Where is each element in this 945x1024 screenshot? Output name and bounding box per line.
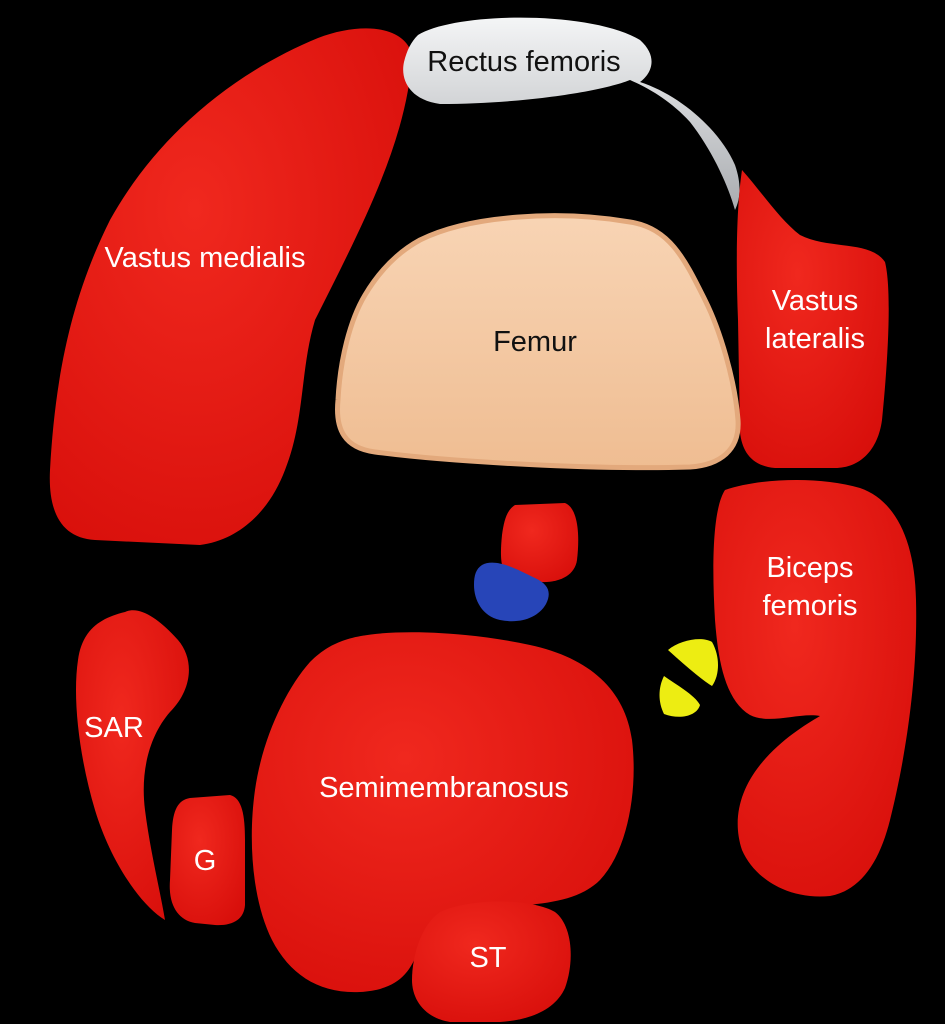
semimembranosus-shape [251, 632, 634, 993]
label-vastus-medialis: Vastus medialis [105, 242, 306, 274]
gracilis-shape [169, 795, 245, 926]
label-rectus-femoris: Rectus femoris [427, 46, 620, 78]
sciatic-nerve-lower-shape [659, 676, 700, 717]
femoral-vein-shape [474, 562, 549, 622]
vastus-medialis-shape [49, 28, 413, 546]
femoral-artery-shape [500, 503, 579, 583]
label-biceps-femoris-line2: femoris [762, 590, 857, 622]
label-sar: SAR [84, 712, 144, 744]
label-st: ST [469, 942, 506, 974]
vastus-lateralis-shape [736, 170, 889, 468]
sartorius-shape [75, 610, 189, 920]
sciatic-nerve-upper-shape [668, 639, 718, 686]
label-g: G [194, 845, 217, 877]
label-femur: Femur [493, 326, 577, 358]
label-biceps-femoris-line1: Biceps [766, 552, 853, 584]
rectus-femoris-shape [403, 17, 740, 210]
semitendinosus-shape [412, 901, 571, 1022]
femur-shape [334, 213, 741, 471]
label-semimembranosus: Semimembranosus [319, 772, 569, 804]
label-vastus-lateralis-line2: lateralis [765, 323, 865, 355]
biceps-femoris-shape [713, 479, 917, 897]
label-vastus-lateralis-line1: Vastus [772, 285, 859, 317]
